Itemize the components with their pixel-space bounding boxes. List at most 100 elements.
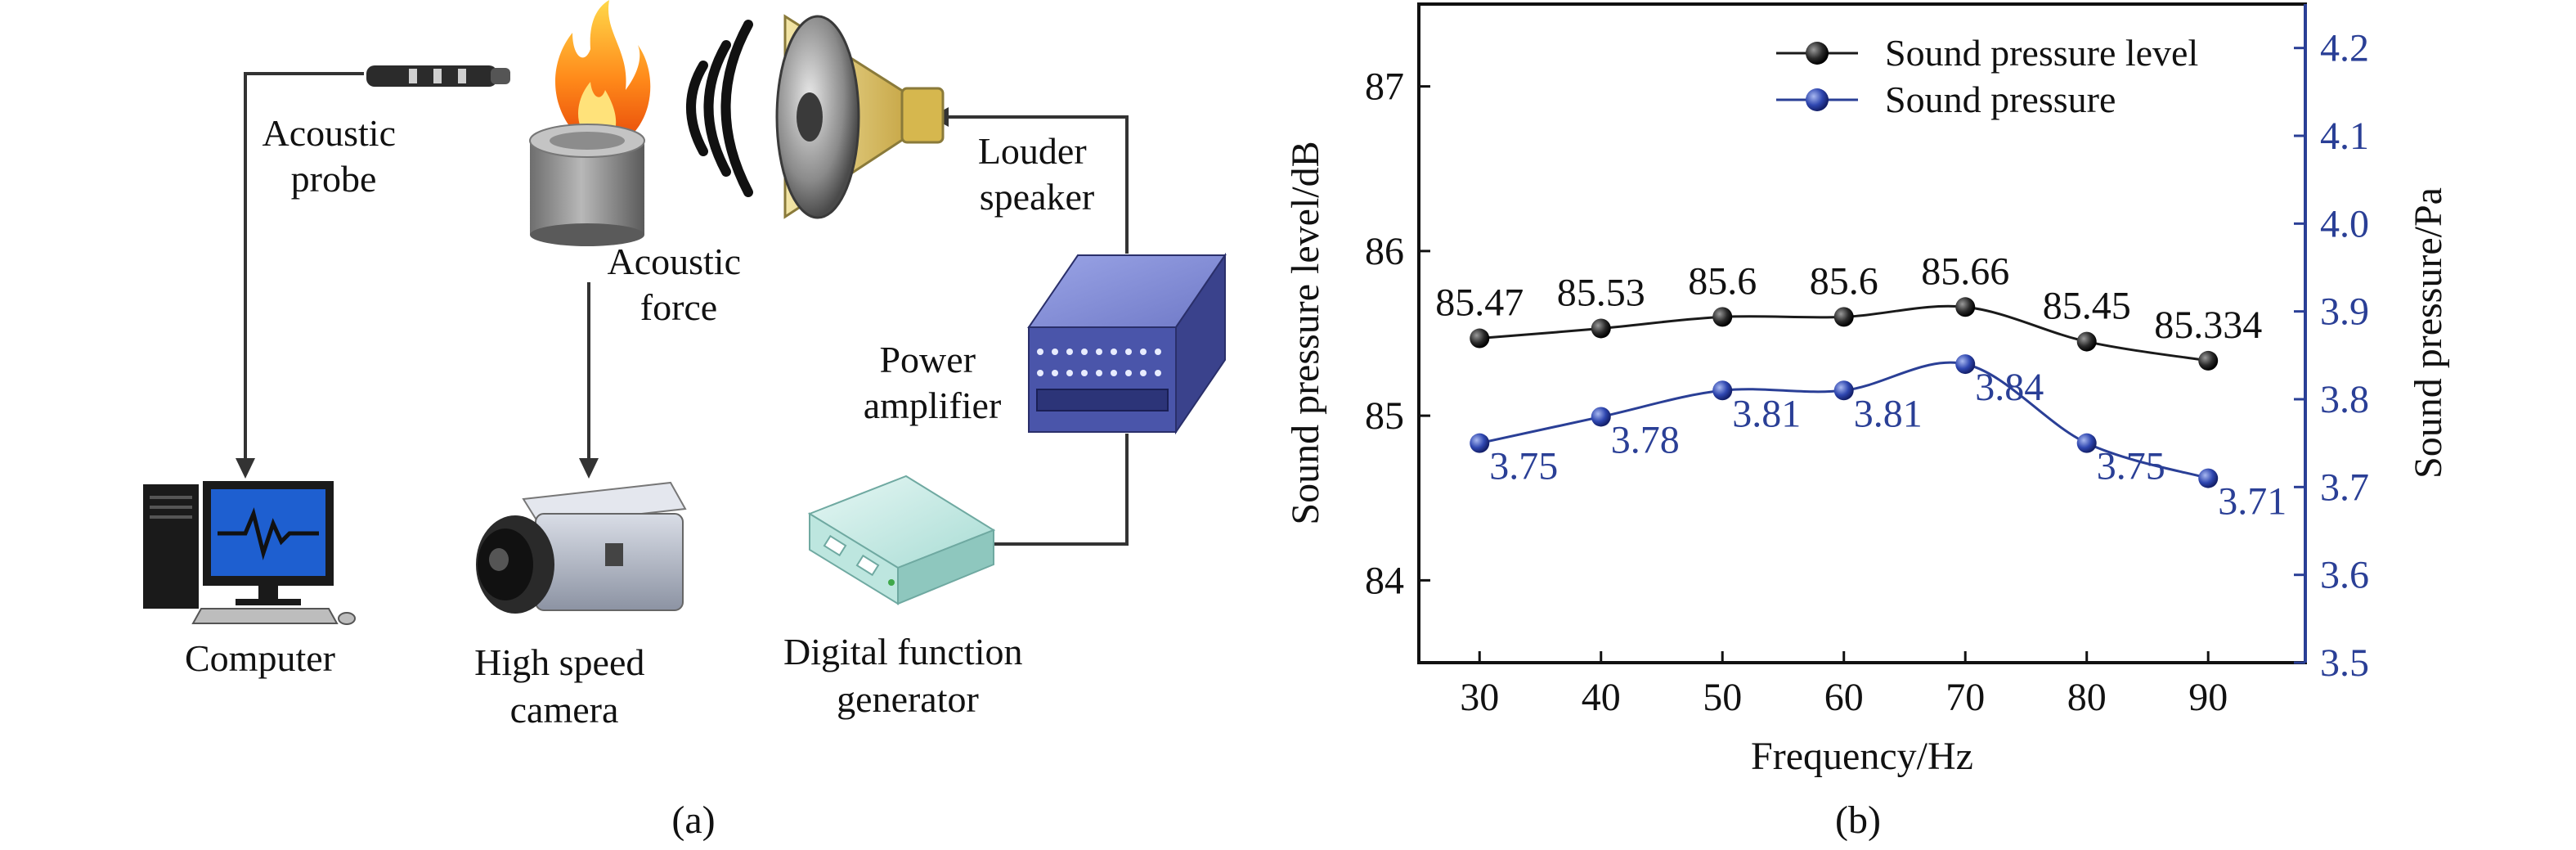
x-tick-label: 90 [2188, 676, 2228, 719]
data-label-spl: 85.6 [1810, 259, 1878, 303]
legend: Sound pressure level Sound pressure [1776, 32, 2198, 120]
function-generator-line-1: Digital function [783, 631, 1023, 672]
generator-to-amplifier-line [994, 434, 1129, 546]
data-point-sp [1712, 380, 1733, 401]
data-point-spl [1712, 307, 1733, 327]
amplifier-to-speaker-line [949, 115, 1129, 254]
data-label-sp: 3.75 [2097, 445, 2165, 488]
y-axis-left-title: Sound pressure level/dB [1284, 141, 1327, 524]
legend-marker-sp [1806, 88, 1829, 111]
loudspeaker-label: Louder speaker [978, 130, 1096, 218]
y-left-tick-label: 85 [1365, 394, 1404, 438]
legend-marker-spl [1806, 42, 1829, 65]
power-amplifier-icon [1027, 252, 1227, 435]
y-right-tick-label: 3.5 [2320, 641, 2369, 685]
acoustic-probe-label: Acoustic probe [262, 112, 405, 200]
x-tick-label: 70 [1945, 676, 1985, 719]
loudspeaker-icon [775, 14, 945, 219]
series-points [1470, 297, 2219, 488]
data-point-sp [2076, 433, 2097, 453]
arrowhead-computer [236, 458, 255, 479]
acoustic-probe-line-2: probe [291, 158, 377, 200]
computer-line-1: Computer [185, 637, 335, 679]
high-speed-camera-icon [476, 481, 687, 614]
arrowhead-camera [579, 458, 599, 479]
data-point-spl [2076, 331, 2097, 352]
data-label-spl: 85.45 [2043, 285, 2131, 328]
data-point-spl [1470, 328, 1490, 349]
data-label-sp: 3.84 [1975, 366, 2044, 409]
connection-lines [244, 72, 1129, 546]
data-label-sp: 3.75 [1489, 445, 1558, 488]
y-right-tick-label: 3.8 [2320, 378, 2369, 421]
computer-icon [143, 481, 356, 625]
acoustic-probe-icon [366, 65, 510, 87]
high-speed-camera-line-1: High speed [474, 641, 644, 683]
loudspeaker-line-1: Louder [978, 130, 1087, 172]
data-label-spl: 85.66 [1921, 250, 2009, 293]
function-generator-line-2: generator [837, 678, 979, 720]
power-amplifier-label: Power amplifier [864, 339, 1002, 426]
legend-label-spl: Sound pressure level [1885, 32, 2198, 74]
high-speed-camera-label: High speed camera [474, 641, 654, 731]
data-label-sp: 3.81 [1854, 392, 1923, 435]
data-point-sp [1955, 354, 1976, 375]
y-right-tick-label: 3.9 [2320, 290, 2369, 334]
data-point-sp [1591, 407, 1611, 427]
y-left-tick-label: 84 [1365, 559, 1404, 602]
data-label-sp: 3.78 [1611, 418, 1680, 461]
y-left-tick-label: 87 [1365, 65, 1404, 109]
data-label-spl: 85.334 [2154, 304, 2262, 347]
acoustic-probe-line-1: Acoustic [262, 112, 396, 154]
y-right-tick-label: 3.7 [2320, 465, 2369, 509]
y-right-tick-label: 4.1 [2320, 115, 2369, 158]
data-label-sp: 3.71 [2218, 480, 2287, 524]
data-point-spl [1833, 307, 1854, 327]
y-right-tick-label: 4.0 [2320, 202, 2369, 245]
function-generator-label: Digital function generator [783, 631, 1032, 720]
high-speed-camera-line-2: camera [510, 689, 619, 731]
panel-b-chart: 30 40 50 60 70 80 90 84 85 86 87 3.5 3.6 3.7 3.8 3.9 4… [1284, 2, 2450, 842]
data-point-sp [1833, 380, 1854, 401]
x-tick-label: 50 [1703, 676, 1742, 719]
y-axis-right: 3.5 3.6 3.7 3.8 3.9 4.0 4.1 4.2 [2294, 4, 2369, 685]
power-amplifier-line-2: amplifier [864, 385, 1002, 426]
x-tick-label: 60 [1824, 676, 1864, 719]
x-tick-label: 40 [1582, 676, 1621, 719]
y-axis-right-title: Sound pressure/Pa [2407, 187, 2450, 479]
probe-to-computer-line [244, 72, 364, 458]
data-label-spl: 85.6 [1688, 259, 1757, 303]
data-point-spl [2198, 350, 2219, 371]
flame-burner-icon [529, 0, 651, 246]
computer-label: Computer [185, 637, 335, 679]
y-axis-left: 84 85 86 87 [1365, 65, 1430, 602]
power-amplifier-line-1: Power [879, 339, 976, 380]
acoustic-force-label: Acoustic force [607, 241, 750, 328]
legend-item-sp: Sound pressure [1776, 79, 2116, 120]
data-labels: 85.47 85.53 85.6 85.6 85.66 85.45 85.334 3.75 3.… [1435, 250, 2287, 523]
acoustic-force-line-1: Acoustic [607, 241, 741, 282]
loudspeaker-line-2: speaker [980, 176, 1094, 218]
data-point-sp [1470, 433, 1490, 453]
panel-a-caption: (a) [671, 798, 715, 842]
data-label-sp: 3.81 [1732, 392, 1801, 435]
y-right-tick-label: 4.2 [2320, 27, 2369, 70]
data-point-spl [1591, 318, 1611, 339]
y-left-tick-label: 86 [1365, 230, 1404, 273]
acoustic-force-line-2: force [640, 286, 717, 328]
sound-wave-icon [686, 20, 753, 197]
x-tick-label: 30 [1460, 676, 1499, 719]
x-axis-title: Frequency/Hz [1751, 735, 1973, 778]
data-point-sp [2198, 468, 2219, 488]
data-label-spl: 85.47 [1435, 281, 1524, 325]
legend-item-spl: Sound pressure level [1776, 32, 2198, 74]
function-generator-icon [807, 474, 996, 605]
data-point-spl [1955, 297, 1976, 317]
legend-label-sp: Sound pressure [1885, 79, 2116, 120]
panel-b-caption: (b) [1835, 798, 1881, 842]
data-label-spl: 85.53 [1557, 271, 1645, 314]
x-axis: 30 40 50 60 70 80 90 [1460, 651, 2228, 719]
y-right-tick-label: 3.6 [2320, 554, 2369, 597]
x-tick-label: 80 [2067, 676, 2107, 719]
